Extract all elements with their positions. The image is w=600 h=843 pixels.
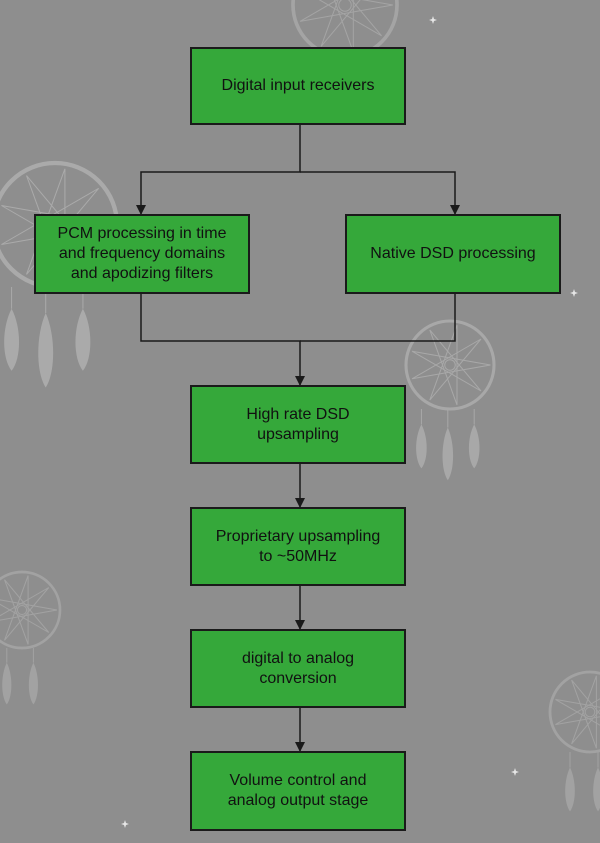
sparkle-star <box>570 289 578 297</box>
dreamcatcher-lower-right <box>548 670 600 812</box>
dreamcatcher-right <box>404 319 496 481</box>
sparkle-star <box>121 820 129 828</box>
edge-dsd-to-upsampling <box>300 293 456 342</box>
node-digital-input-receivers: Digital input receivers <box>190 47 406 125</box>
node-volume-control-output: Volume control and analog output stage <box>190 751 406 831</box>
edge-input-to-pcm <box>136 124 301 215</box>
node-native-dsd-processing: Native DSD processing <box>345 214 561 294</box>
node-pcm-processing: PCM processing in time and frequency dom… <box>34 214 250 294</box>
dreamcatcher-lower-left <box>0 570 62 705</box>
node-proprietary-upsampling: Proprietary upsampling to ~50MHz <box>190 507 406 586</box>
edge-input-to-dsd <box>300 171 460 215</box>
sparkle-star <box>429 16 437 24</box>
node-high-rate-dsd-upsampling: High rate DSD upsampling <box>190 385 406 464</box>
sparkle-star <box>511 768 519 776</box>
edge-pcm-to-upsampling <box>140 293 305 386</box>
node-digital-to-analog-conversion: digital to analog conversion <box>190 629 406 708</box>
